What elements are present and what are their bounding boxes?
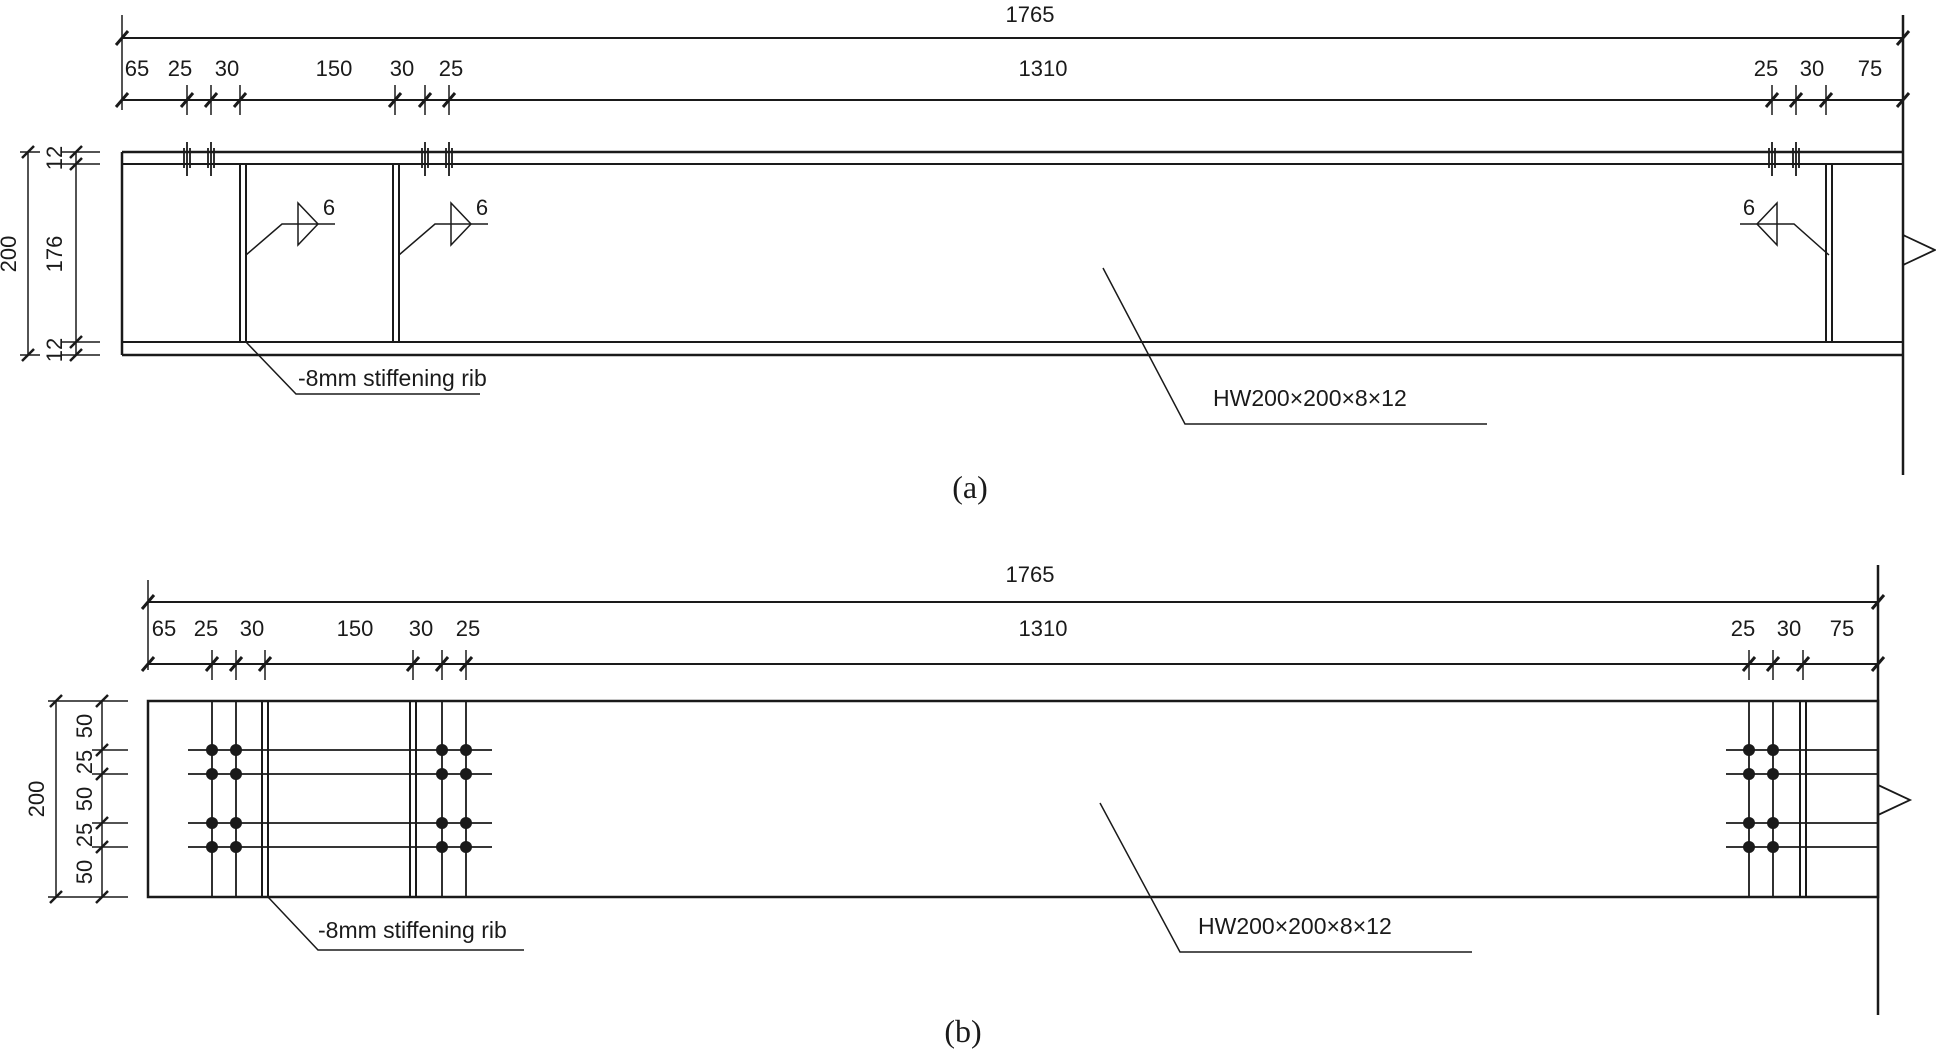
rib-label-b: -8mm stiffening rib xyxy=(318,917,507,943)
bolt-holes-b xyxy=(206,744,1779,853)
caption-b: (b) xyxy=(944,1013,981,1049)
bolt-spacing-label: 25 xyxy=(72,823,97,847)
web-depth-label: 176 xyxy=(42,236,67,273)
total-height-label-b: 200 xyxy=(24,781,49,818)
segment-label-b: 25 xyxy=(456,616,480,641)
total-height-label-a: 200 xyxy=(0,236,21,273)
segment-label-a: 25 xyxy=(439,56,463,81)
segment-dimension-b xyxy=(140,650,1886,680)
panel-a xyxy=(20,15,1936,475)
rib-label-a: -8mm stiffening rib xyxy=(298,365,487,391)
stiffening-ribs-b xyxy=(261,701,1807,897)
overall-dim-label-b: 1765 xyxy=(1006,562,1055,587)
segment-label-b: 25 xyxy=(1731,616,1755,641)
overall-dimension-b xyxy=(140,565,1886,1015)
segment-label-a: 25 xyxy=(1754,56,1778,81)
bolt-spacing-label: 50 xyxy=(72,860,97,884)
break-line-a xyxy=(1902,234,1936,266)
beam-plan-b xyxy=(146,699,1913,899)
overall-dim-label-a: 1765 xyxy=(1006,2,1055,27)
segment-label-a: 25 xyxy=(168,56,192,81)
weld-symbol-1 xyxy=(245,201,335,256)
bolt-spacing-label: 50 xyxy=(72,787,97,811)
segment-label-a: 65 xyxy=(125,56,149,81)
rib-leader-a xyxy=(245,341,480,395)
segment-label-a: 30 xyxy=(215,56,239,81)
bolt-spacing-label: 50 xyxy=(72,714,97,738)
section-label-b: HW200×200×8×12 xyxy=(1198,913,1392,939)
bolt-spacing-label: 25 xyxy=(72,750,97,774)
segment-label-b: 150 xyxy=(337,616,374,641)
overall-dimension-a xyxy=(114,15,1911,475)
segment-label-b: 75 xyxy=(1830,616,1854,641)
bolt-gauge-lines-b xyxy=(211,701,1774,897)
flange-bottom-label: 12 xyxy=(42,338,67,362)
segment-label-b: 25 xyxy=(194,616,218,641)
caption-a: (a) xyxy=(952,469,988,505)
beam-elevation-a xyxy=(120,150,1936,357)
stiffening-ribs-a xyxy=(239,164,1833,342)
segment-label-b: 30 xyxy=(240,616,264,641)
section-label-a: HW200×200×8×12 xyxy=(1213,385,1407,411)
section-leader-a xyxy=(1102,267,1487,425)
segment-label-a: 150 xyxy=(316,56,353,81)
weld-size-label: 6 xyxy=(1743,195,1755,220)
panel-b xyxy=(48,565,1913,1015)
segment-label-b: 1310 xyxy=(1019,616,1068,641)
weld-size-label: 6 xyxy=(476,195,488,220)
vertical-dimension-b xyxy=(48,694,128,904)
weld-size-label: 6 xyxy=(323,195,335,220)
section-leader-b xyxy=(1099,802,1472,953)
flange-top-label: 12 xyxy=(42,146,67,170)
rib-leader-b xyxy=(267,896,524,951)
segment-label-a: 30 xyxy=(390,56,414,81)
segment-label-b: 65 xyxy=(152,616,176,641)
break-line-b xyxy=(1877,784,1913,816)
segment-dimension-a xyxy=(114,85,1911,115)
segment-label-b: 30 xyxy=(409,616,433,641)
segment-label-a: 30 xyxy=(1800,56,1824,81)
segment-label-b: 30 xyxy=(1777,616,1801,641)
weld-symbol-3 xyxy=(1740,201,1830,256)
weld-symbol-2 xyxy=(398,201,488,256)
flange-bolts-a xyxy=(183,142,1800,176)
vertical-dimension-a xyxy=(20,145,100,362)
segment-label-a: 75 xyxy=(1858,56,1882,81)
segment-label-a: 1310 xyxy=(1019,56,1068,81)
